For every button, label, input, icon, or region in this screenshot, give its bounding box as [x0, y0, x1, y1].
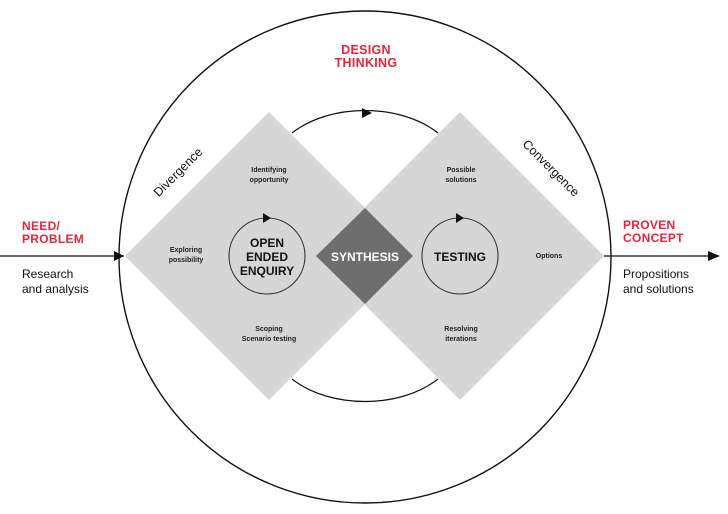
bottom-arc [291, 378, 439, 402]
exploring-label-line-2: possibility [169, 257, 204, 264]
top-arc-arrow-icon [362, 108, 372, 118]
testing-label: TESTING [434, 250, 486, 264]
identifying-label-line-1: Identifying [251, 167, 286, 174]
possible-label-line-1: Possible [447, 167, 476, 174]
left-diamond [125, 112, 413, 400]
possible-label-line-2: solutions [445, 177, 476, 184]
propositions-label-line-2: and solutions [623, 282, 694, 296]
right-diamond [316, 112, 604, 400]
scoping-label-line-1: Scoping [255, 326, 283, 333]
resolving-label-line-2: iterations [445, 336, 477, 343]
ended-label: ENDED [246, 250, 288, 264]
need-label-line-1: NEED/ [22, 219, 61, 233]
need-label-line-2: PROBLEM [22, 232, 84, 246]
synthesis-label: SYNTHESIS [331, 250, 399, 264]
testing-arrow-icon [456, 213, 464, 223]
open-ended-enquiry-arrow-icon [263, 213, 271, 223]
outer-circle [118, 10, 612, 504]
propositions-label-line-1: Propositions [623, 267, 689, 281]
resolving-label-line-1: Resolving [444, 326, 477, 333]
proven-label-line-2: CONCEPT [623, 231, 684, 245]
scoping-label-line-2: Scenario testing [242, 336, 296, 343]
options-label: Options [536, 253, 563, 260]
title-line-2: THINKING [335, 56, 398, 70]
open-label: OPEN [250, 236, 284, 250]
title-line-1: DESIGN [341, 43, 391, 57]
research-label-line-1: Research [22, 267, 73, 281]
exploring-label-line-1: Exploring [170, 247, 202, 254]
proven-label-line-1: PROVEN [623, 218, 675, 232]
synthesis-diamond [316, 208, 413, 304]
enquiry-label: ENQUIRY [240, 264, 294, 278]
identifying-label-line-2: opportunity [250, 177, 289, 184]
research-label-line-2: and analysis [22, 282, 89, 296]
flow-arrow-right-icon [708, 251, 720, 261]
